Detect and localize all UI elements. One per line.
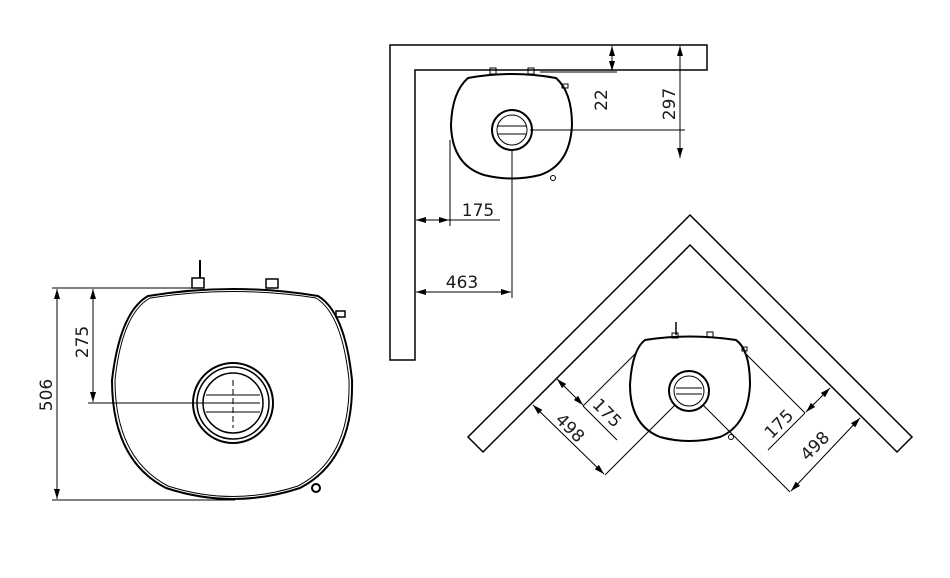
ash-handle [311,483,321,493]
stove-plan-outline [449,73,574,180]
side-tab [335,310,346,318]
stove-body-inner-outline [114,291,350,497]
dim-175-label: 175 [462,201,494,221]
dimension-lines [52,287,260,501]
dim-506-label: 506 [37,379,57,411]
stove-body-outline [110,288,354,500]
top-connector-right [265,278,279,289]
dimension-lines [532,351,861,493]
dim-175-right-label: 175 [761,406,798,443]
connector-right [706,331,714,338]
corner-wall-outline [466,213,914,454]
dimension-lines [416,46,685,298]
ash-handle [728,434,734,440]
top-connector-left [191,277,205,289]
stove-plan-outline [628,335,752,442]
connector-left [671,332,679,339]
side-tab [741,346,748,352]
dim-175-left-label: 175 [588,395,625,432]
wall-outline [389,44,708,361]
connector-left [489,67,497,75]
connector-right [527,67,535,75]
dim-498-left-label: 498 [551,410,588,447]
ash-handle [550,175,556,181]
dim-275-label: 275 [73,326,93,358]
dim-463-label: 463 [446,273,478,293]
front-view: 506 275 [37,260,354,501]
dim-498-right-label: 498 [797,428,834,465]
wall-plan-view: 22 297 175 463 [389,44,708,361]
flue-collar [491,109,533,151]
corner-plan-view: 175 498 175 498 [466,213,914,493]
flue-collar [668,370,710,412]
dim-22-label: 22 [592,89,612,111]
side-tab [561,83,569,89]
dim-297-label: 297 [660,88,680,120]
